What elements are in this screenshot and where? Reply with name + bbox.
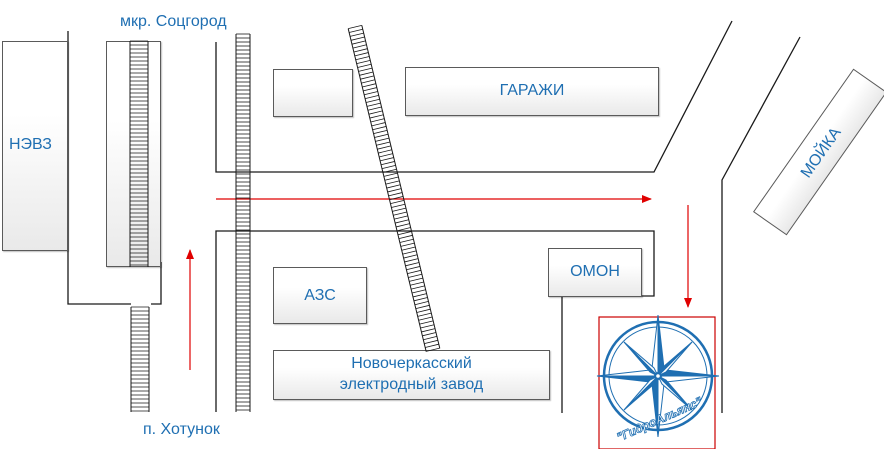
garages-label: ГАРАЖИ	[499, 82, 565, 99]
railway-socgorod-vertical	[129, 40, 149, 267]
nevz-label: НЭВЗ	[9, 136, 52, 153]
route-arrows	[186, 195, 692, 370]
road-edge-left	[67, 31, 131, 305]
railway-diagonal	[347, 24, 441, 352]
electrode-plant-label-line2: электродный завод	[339, 376, 484, 393]
nevz-building	[2, 41, 68, 251]
electrode-plant-label-line1: Новочеркасский	[351, 355, 472, 372]
garages-building	[405, 67, 659, 116]
electrode-plant-building	[273, 350, 550, 400]
small-building	[273, 69, 353, 117]
road-edge-left-lower	[151, 262, 162, 305]
gas-station-building	[273, 267, 367, 324]
settlement-label-khotunok: п. Хотунок	[143, 421, 220, 438]
gas-station-label: АЗС	[304, 287, 336, 304]
district-label-socgorod: мкр. Соцгород	[120, 13, 227, 30]
railway-khotunok-vertical	[130, 306, 150, 412]
compass-rays	[596, 314, 720, 438]
road-edge-east	[721, 36, 801, 413]
railway-central-vertical	[235, 33, 251, 412]
omon-building	[548, 248, 642, 297]
omon-label: ОМОН	[570, 263, 620, 280]
railway-tracks	[129, 24, 441, 412]
road-edge-south-main	[215, 230, 655, 413]
road-edge-north-main	[215, 20, 733, 173]
road-lines	[67, 20, 801, 413]
